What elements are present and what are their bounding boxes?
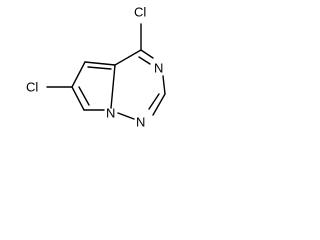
bond-c5-c4a	[84, 61, 116, 66]
atom-label-cl-top: Cl	[134, 5, 146, 20]
atom-label-n-bottom-left: N	[106, 106, 115, 121]
bond-c4a-c4	[114, 49, 142, 66]
bond-c6-c5	[71, 61, 86, 88]
atom-label-cl-left: Cl	[26, 80, 38, 95]
atom-label-n-bottom-right: N	[136, 115, 145, 130]
bond-c7-c6	[71, 86, 85, 111]
bond-c4a-n4	[110, 64, 116, 109]
chemical-structure-diagram: Cl Cl N N N	[26, 5, 166, 130]
bond-c2-n1-inner	[148, 93, 160, 110]
bond-c2-n1	[152, 93, 166, 116]
atom-label-n-right: N	[154, 61, 163, 76]
bond-n3-c2	[162, 75, 166, 95]
bond-n1-n4	[117, 112, 135, 120]
bond-c4-n3	[140, 49, 154, 59]
bond-c4-n3-inner	[138, 56, 151, 65]
bond-c7-c6-inner	[78, 86, 90, 106]
bond-c5-c4a-inner	[87, 66, 112, 70]
